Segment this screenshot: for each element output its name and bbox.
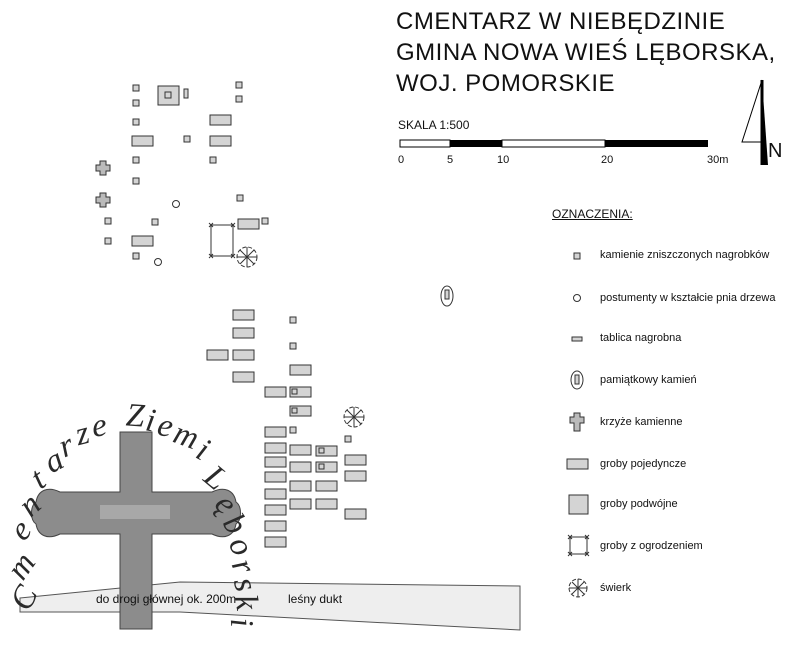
tablet: [164, 91, 172, 99]
legend-item-fenced-graves: groby z ogrodzeniem: [600, 540, 703, 552]
forest-track: [19, 581, 521, 631]
cemetery-cross-logo: [31, 431, 241, 630]
legend-icons: [566, 252, 590, 598]
stone-fragment: [261, 217, 269, 225]
thin-rectangle-icon: [571, 336, 583, 342]
stone-fragment: [132, 252, 140, 260]
legend-title: OZNACZENIA:: [552, 207, 633, 221]
map-title: CMENTARZ W NIEBĘDZINIE GMINA NOWA WIEŚ L…: [396, 6, 776, 99]
spruces: [236, 246, 365, 428]
title-line-2: GMINA NOWA WIEŚ LĘBORSKA,: [396, 39, 776, 66]
legend-item-double-graves: groby podwójne: [600, 498, 678, 510]
stone-cross-icon: [569, 412, 585, 432]
fenced-grave-icon: [567, 534, 590, 557]
tablet: [183, 88, 189, 99]
spruce-icon: [568, 578, 588, 598]
lower-graves: [206, 309, 367, 548]
legend-item-pedestals: postumenty w kształcie pnia drzewa: [600, 292, 776, 304]
legend-item-memorial-stone: pamiątkowy kamień: [600, 374, 697, 386]
scale-tick: 0: [398, 154, 405, 166]
legend-item-stone-fragments: kamienie zniszczonych nagrobków: [600, 249, 770, 261]
scale-tick: 5: [447, 154, 454, 166]
small-square-icon: [573, 252, 581, 260]
legend-item-tablet: tablica nagrobna: [600, 332, 682, 344]
small-circle-icon: [573, 294, 581, 302]
single-grave-icon: [566, 458, 589, 470]
scale-tick: 10: [497, 154, 510, 166]
fenced-grave: [208, 222, 236, 259]
title-line-3: WOJ. POMORSKIE: [396, 70, 616, 97]
stone-fragment: [132, 99, 140, 107]
stone-fragment: [132, 156, 140, 164]
road-label-forest: leśny dukt: [288, 592, 343, 606]
legend-item-spruce: świerk: [600, 582, 632, 594]
single-grave: [237, 218, 260, 230]
legend-item-stone-crosses: krzyże kamienne: [600, 416, 683, 428]
road-label-main: do drogi głównej ok. 200m: [96, 592, 237, 606]
stone-fragment: [132, 118, 140, 126]
stone-fragment: [104, 217, 112, 225]
stone-fragment: [235, 81, 243, 89]
stone-fragment: [132, 84, 140, 92]
single-grave: [131, 135, 154, 147]
single-grave: [209, 135, 232, 147]
stone-fragment: [104, 237, 112, 245]
stone-fragment: [132, 177, 140, 185]
north-label: N: [768, 140, 783, 162]
tree-trunk-pedestal: [172, 200, 180, 208]
single-grave: [131, 235, 154, 247]
scale-label: SKALA 1:500: [398, 118, 470, 132]
tree-trunk-pedestal: [154, 258, 162, 266]
stone-fragment: [236, 194, 244, 202]
stone-fragment: [235, 95, 243, 103]
upper-graves: [104, 81, 269, 260]
scale-tick: 20: [601, 154, 614, 166]
title-line-1: CMENTARZ W NIEBĘDZINIE: [396, 8, 726, 35]
legend-item-single-graves: groby pojedyncze: [600, 458, 687, 470]
stone-fragment: [183, 135, 191, 143]
north-arrow-icon: [741, 79, 768, 165]
scale-tick: 30m: [707, 154, 729, 166]
single-grave: [209, 114, 232, 126]
double-grave-icon: [568, 494, 589, 515]
stone-crosses: [95, 160, 111, 208]
stone-fragment: [151, 218, 159, 226]
memorial-stone: [440, 285, 454, 307]
scale-bar: [399, 139, 708, 148]
stone-fragment: [209, 156, 217, 164]
